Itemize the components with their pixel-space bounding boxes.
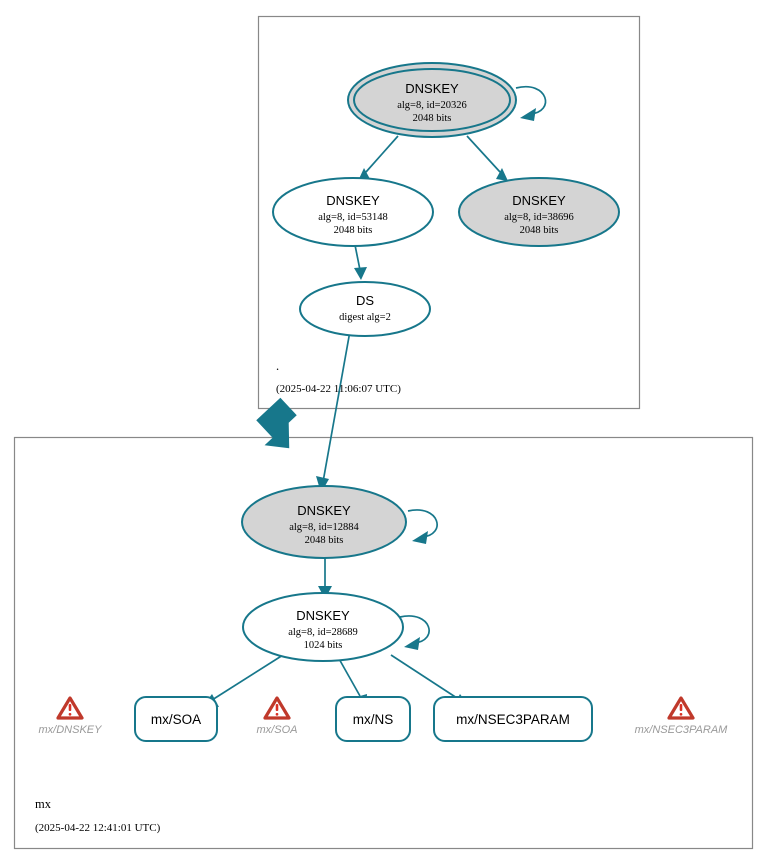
- node-root-ksk-bits: 2048 bits: [413, 113, 452, 124]
- node-ds[interactable]: DS digest alg=2: [299, 281, 431, 337]
- node-root-ksk2[interactable]: DNSKEY alg=8, id=38696 2048 bits: [458, 177, 620, 247]
- node-root-ksk2-alg: alg=8, id=38696: [504, 212, 574, 223]
- node-root-zsk-title: DNSKEY: [326, 193, 380, 208]
- warning-mx-soa-label: mx/SOA: [257, 724, 298, 736]
- self-loop-mx-ksk: [407, 509, 438, 544]
- rrset-mx-nsec3param-label: mx/NSEC3PARAM: [456, 712, 570, 727]
- warning-mx-dnskey[interactable]: mx/DNSKEY: [39, 696, 103, 736]
- node-mx-zsk-bits: 1024 bits: [304, 640, 343, 651]
- rrset-mx-ns[interactable]: mx/NS: [335, 696, 411, 742]
- node-mx-zsk-alg: alg=8, id=28689: [288, 627, 358, 638]
- node-mx-ksk-alg: alg=8, id=12884: [289, 522, 359, 533]
- node-ds-title: DS: [356, 293, 374, 308]
- node-mx-ksk-bits: 2048 bits: [305, 535, 344, 546]
- node-mx-ksk[interactable]: DNSKEY alg=8, id=12884 2048 bits: [241, 485, 407, 559]
- node-mx-zsk[interactable]: DNSKEY alg=8, id=28689 1024 bits: [242, 592, 404, 662]
- node-mx-zsk-title: DNSKEY: [296, 608, 350, 623]
- warning-mx-dnskey-label: mx/DNSKEY: [39, 724, 103, 736]
- node-mx-ksk-title: DNSKEY: [297, 503, 351, 518]
- self-loop-mx-zsk: [399, 615, 430, 650]
- edge-ds-to-mx-ksk: [316, 330, 351, 493]
- warning-mx-soa[interactable]: mx/SOA: [257, 696, 298, 736]
- node-root-ksk2-bits: 2048 bits: [520, 225, 559, 236]
- delegation-arrow: [256, 397, 297, 449]
- rrset-mx-soa-label: mx/SOA: [151, 712, 201, 727]
- zone-label-mx: mx: [35, 797, 52, 811]
- rrset-mx-soa[interactable]: mx/SOA: [134, 696, 218, 742]
- edge-rootksk-to-rootksk2: [466, 135, 508, 181]
- node-root-zsk-alg: alg=8, id=53148: [318, 212, 388, 223]
- node-root-ksk-title: DNSKEY: [405, 81, 459, 96]
- node-root-ksk[interactable]: DNSKEY alg=8, id=20326 2048 bits: [347, 62, 517, 138]
- node-root-ksk2-title: DNSKEY: [512, 193, 566, 208]
- warning-mx-nsec3param-label: mx/NSEC3PARAM: [635, 724, 729, 736]
- rrset-mx-ns-label: mx/NS: [353, 712, 394, 727]
- zone-timestamp-mx: (2025-04-22 12:41:01 UTC): [35, 822, 161, 834]
- node-root-zsk-bits: 2048 bits: [334, 225, 373, 236]
- warning-mx-nsec3param[interactable]: mx/NSEC3PARAM: [635, 696, 729, 736]
- zone-label-root: .: [276, 359, 279, 373]
- node-ds-digest: digest alg=2: [339, 312, 391, 323]
- rrset-mx-nsec3param[interactable]: mx/NSEC3PARAM: [433, 696, 593, 742]
- self-loop-root-ksk: [515, 85, 547, 121]
- node-root-ksk-alg: alg=8, id=20326: [397, 100, 467, 111]
- node-root-zsk[interactable]: DNSKEY alg=8, id=53148 2048 bits: [272, 177, 434, 247]
- zone-timestamp-root: (2025-04-22 11:06:07 UTC): [276, 383, 401, 395]
